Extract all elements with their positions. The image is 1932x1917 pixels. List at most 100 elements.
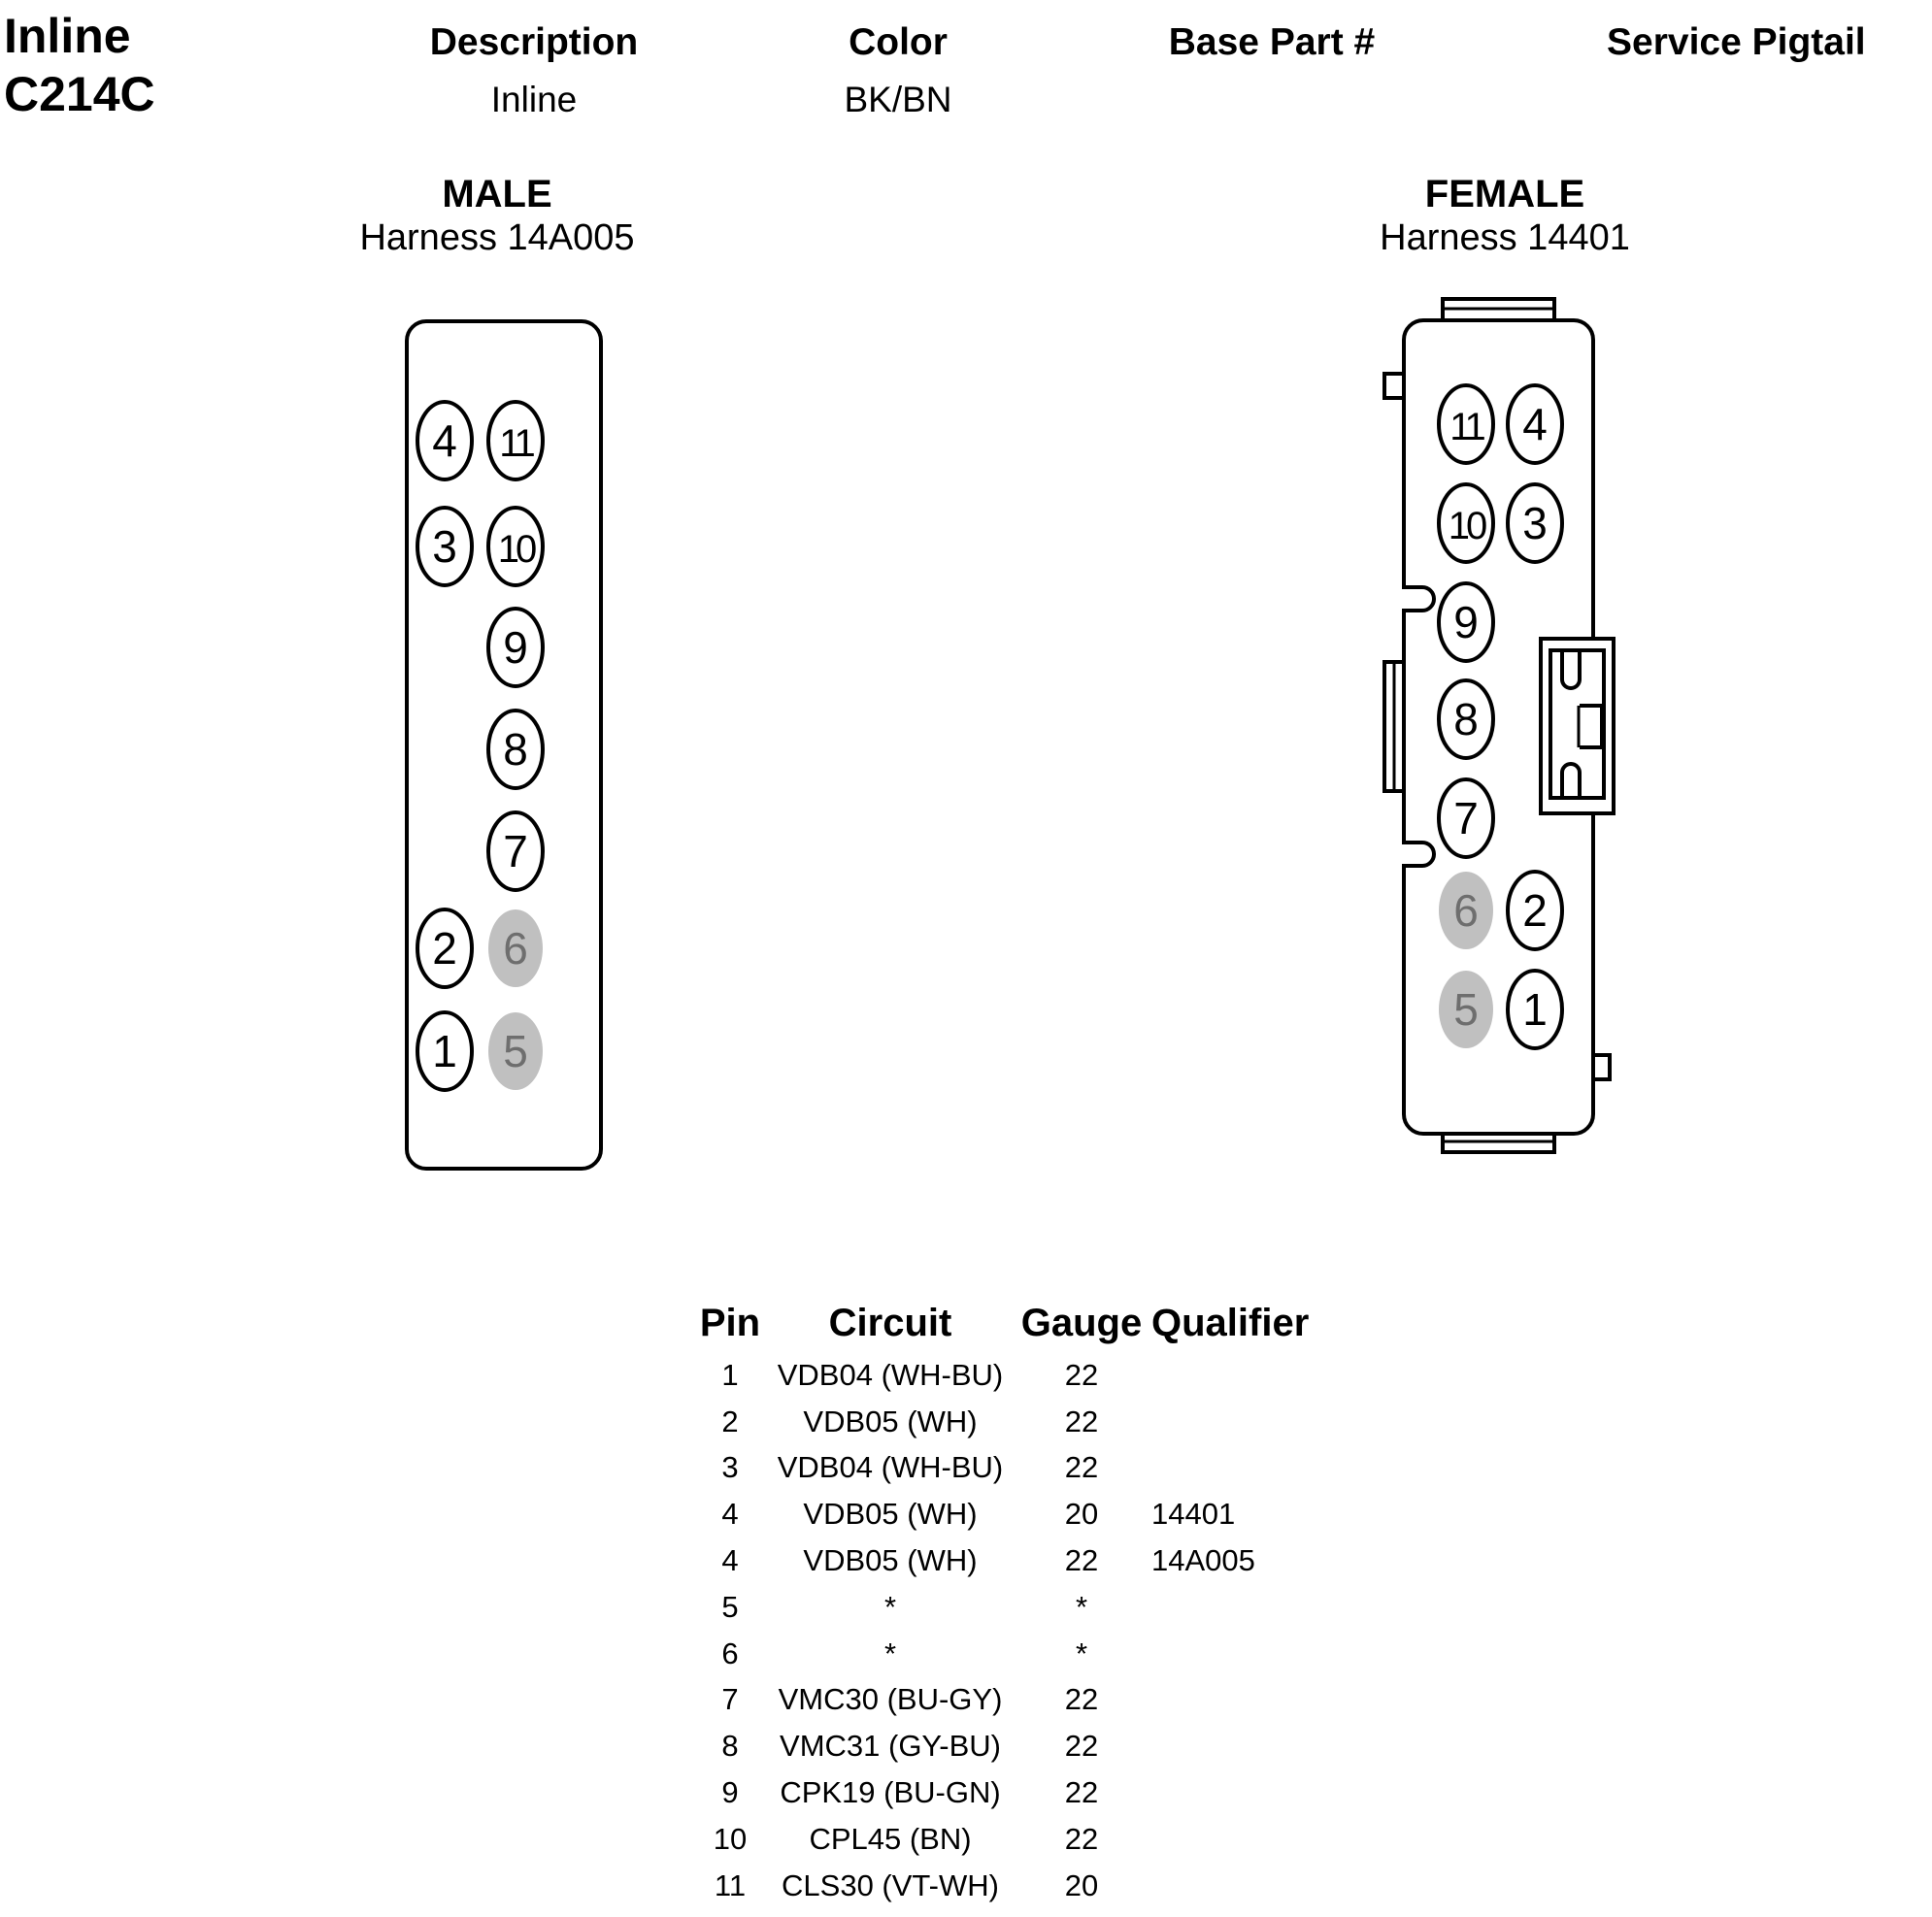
male-pin-1: 1 <box>416 1010 474 1092</box>
pin-cell: 4 <box>721 1497 739 1532</box>
table-row: 8 VMC31 (GY-BU) 22 <box>691 1723 1355 1769</box>
qualifier-cell <box>1151 1769 1355 1816</box>
male-pin-10: 10 <box>486 506 545 587</box>
qualifier-column-header: Qualifier <box>1151 1301 1310 1344</box>
table-row: 6** <box>691 1631 1355 1677</box>
male-harness: Harness 14A005 <box>359 217 635 258</box>
color-header: Color <box>849 21 948 63</box>
gauge-cell: 22 <box>1064 1821 1099 1856</box>
female-pin-label: 6 <box>1453 885 1479 936</box>
female-pin-label: 9 <box>1453 597 1479 647</box>
female-pin-circle <box>1439 971 1493 1048</box>
description-value: Inline <box>490 80 578 119</box>
pin-cell: 9 <box>721 1775 739 1810</box>
female-locking-latch <box>1539 637 1616 815</box>
pin-cell: 7 <box>721 1682 739 1717</box>
male-pin-circle <box>416 400 474 481</box>
qualifier-cell: 14401 <box>1151 1497 1236 1532</box>
male-pin-circle <box>486 709 545 790</box>
pin-cell: 1 <box>721 1357 739 1392</box>
female-pin-circle <box>1437 777 1495 859</box>
circuit-cell: * <box>883 1636 897 1670</box>
female-pin-11: 11 <box>1437 383 1495 465</box>
male-pin-label: 1 <box>432 1026 457 1076</box>
male-connector-body <box>405 319 603 1171</box>
table-row: 7 VMC30 (BU-GY) 22 <box>691 1677 1355 1724</box>
female-right-tab <box>1591 1053 1612 1081</box>
color-value: BK/BN <box>844 80 952 119</box>
gauge-cell: 20 <box>1064 1867 1099 1902</box>
male-pin-label: 9 <box>503 622 528 673</box>
male-pin-6: 6 <box>488 909 543 987</box>
male-pin-8: 8 <box>486 709 545 790</box>
female-pin-label: 3 <box>1522 498 1548 548</box>
female-pin-3: 3 <box>1506 482 1564 564</box>
gauge-cell: 20 <box>1064 1497 1099 1532</box>
service-pigtail-header: Service Pigtail <box>1607 21 1866 63</box>
pin-cell: 11 <box>714 1867 747 1902</box>
gauge-cell: 22 <box>1064 1357 1099 1392</box>
male-pin-circle <box>488 909 543 987</box>
pin-cell: 10 <box>713 1821 748 1856</box>
male-pin-7: 7 <box>486 810 545 892</box>
qualifier-cell <box>1151 1631 1355 1677</box>
male-pin-label: 8 <box>503 724 528 775</box>
base-part-header: Base Part # <box>1168 21 1376 63</box>
connector-title-line1: Inline <box>4 9 131 63</box>
male-pin-label: 3 <box>432 521 457 572</box>
male-pin-5: 5 <box>488 1012 543 1090</box>
female-pin-label: 8 <box>1453 694 1479 744</box>
pin-column-header: Pin <box>699 1301 761 1344</box>
male-pin-label: 6 <box>503 923 528 974</box>
male-pin-circle <box>416 908 474 989</box>
female-pin-label: 4 <box>1522 399 1548 449</box>
circuit-cell: VDB04 (WH-BU) <box>777 1450 1004 1485</box>
female-pin-label: 2 <box>1522 885 1548 936</box>
female-pin-label: 11 <box>1449 406 1484 448</box>
female-pin-2: 2 <box>1506 870 1564 951</box>
qualifier-cell <box>1151 1584 1355 1631</box>
qualifier-cell: 14A005 <box>1151 1543 1255 1578</box>
gauge-cell: 22 <box>1064 1729 1099 1764</box>
male-pin-label: 7 <box>503 826 528 876</box>
circuit-cell: VMC31 (GY-BU) <box>780 1729 1001 1764</box>
female-title: FEMALE <box>1424 173 1585 215</box>
female-pin-circle <box>1506 482 1564 564</box>
female-pin-7: 7 <box>1437 777 1495 859</box>
male-pin-2: 2 <box>416 908 474 989</box>
female-upper-notch <box>1402 585 1436 612</box>
qualifier-cell <box>1151 1863 1355 1909</box>
gauge-cell: 22 <box>1064 1404 1099 1438</box>
pin-cell: 8 <box>721 1729 739 1764</box>
male-pin-circle <box>486 810 545 892</box>
pin-cell: 3 <box>721 1450 739 1485</box>
pin-cell: 5 <box>721 1589 739 1624</box>
gauge-cell: 22 <box>1064 1450 1099 1485</box>
female-harness: Harness 14401 <box>1380 217 1630 258</box>
qualifier-cell <box>1151 1816 1355 1863</box>
male-pin-circle <box>486 607 545 688</box>
female-pin-circle <box>1437 482 1495 564</box>
male-pin-label: 10 <box>498 528 536 571</box>
female-pin-4: 4 <box>1506 383 1564 465</box>
female-pin-10: 10 <box>1437 482 1495 564</box>
circuit-cell: VMC30 (BU-GY) <box>778 1682 1003 1717</box>
circuit-cell: VDB05 (WH) <box>803 1543 978 1578</box>
female-pin-circle <box>1437 383 1495 465</box>
male-title: MALE <box>442 173 552 215</box>
gauge-cell: 22 <box>1064 1682 1099 1717</box>
gauge-cell: * <box>1075 1589 1088 1624</box>
female-pin-label: 7 <box>1453 793 1479 843</box>
male-pin-circle <box>486 400 545 481</box>
table-row: 5** <box>691 1584 1355 1631</box>
gauge-cell: * <box>1075 1636 1088 1670</box>
female-pin-5: 5 <box>1439 971 1493 1048</box>
